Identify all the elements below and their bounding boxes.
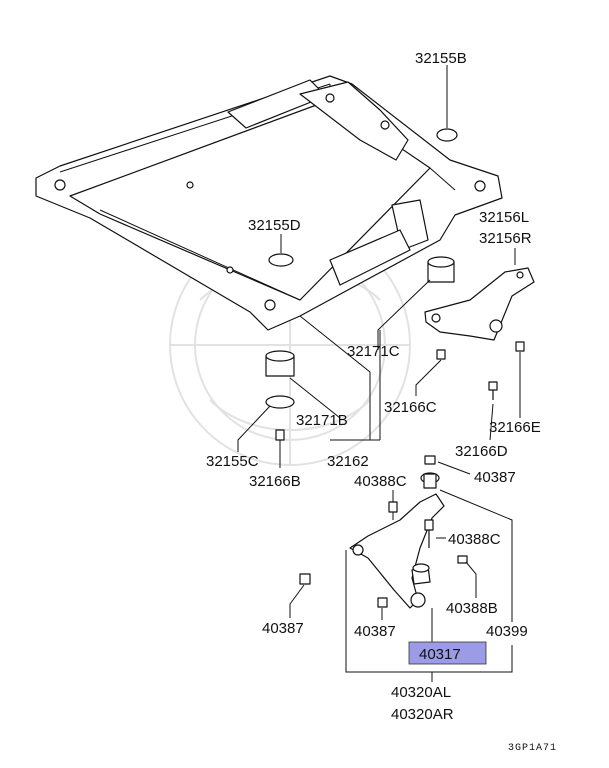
label-40388c-left[interactable]: 40388C	[354, 473, 407, 490]
label-32171c[interactable]: 32171C	[347, 343, 400, 360]
bolt-32166e	[515, 341, 525, 418]
label-32166b[interactable]: 32166B	[249, 473, 301, 490]
label-40387-left[interactable]: 40387	[262, 620, 304, 637]
bracket-40320	[345, 550, 513, 682]
label-40320al[interactable]: 40320AL	[391, 684, 451, 701]
bushing-32171c	[377, 256, 455, 350]
nut-40387-left	[289, 573, 311, 618]
nut-40387-mid	[377, 597, 388, 620]
label-40399[interactable]: 40399	[486, 623, 528, 640]
label-32155c[interactable]: 32155C	[206, 453, 259, 470]
label-32156r[interactable]: 32156R	[479, 230, 532, 247]
bolt-32166b	[275, 429, 285, 468]
label-32155b[interactable]: 32155B	[415, 50, 467, 67]
bolt-40388c-right	[424, 519, 446, 548]
bolt-40388c-left	[388, 490, 398, 520]
label-32166c[interactable]: 32166C	[384, 399, 437, 416]
label-40317[interactable]: 40317	[419, 646, 461, 663]
bracket-32156	[424, 248, 535, 341]
highlight-40317	[408, 641, 487, 665]
lower-control-arm	[349, 472, 445, 609]
washer-32155d	[268, 234, 294, 267]
figure-code: 3GP1A71	[508, 743, 557, 754]
label-40320ar[interactable]: 40320AR	[391, 706, 454, 723]
washer-32155b	[436, 65, 458, 142]
label-32155d[interactable]: 32155D	[248, 217, 301, 234]
label-40388b[interactable]: 40388B	[446, 600, 498, 617]
label-32171b[interactable]: 32171B	[296, 412, 348, 429]
washer-32155c	[237, 395, 295, 452]
bolt-40388b	[457, 555, 477, 598]
label-40387-top[interactable]: 40387	[474, 469, 516, 486]
bolt-32166c	[415, 349, 446, 396]
label-32166d[interactable]: 32166D	[455, 443, 508, 460]
bracket-lines-32162	[299, 315, 381, 441]
label-32166e[interactable]: 32166E	[489, 419, 541, 436]
label-32162[interactable]: 32162	[327, 453, 369, 470]
label-40388c-right[interactable]: 40388C	[448, 531, 501, 548]
crossmember-frame	[35, 75, 503, 331]
bolt-32166d	[488, 381, 498, 441]
nut-40387-top	[424, 455, 471, 475]
bushing-32171b	[265, 350, 341, 419]
label-32156l[interactable]: 32156L	[479, 209, 529, 226]
label-40387-mid[interactable]: 40387	[354, 623, 396, 640]
leader-40399	[439, 489, 513, 622]
